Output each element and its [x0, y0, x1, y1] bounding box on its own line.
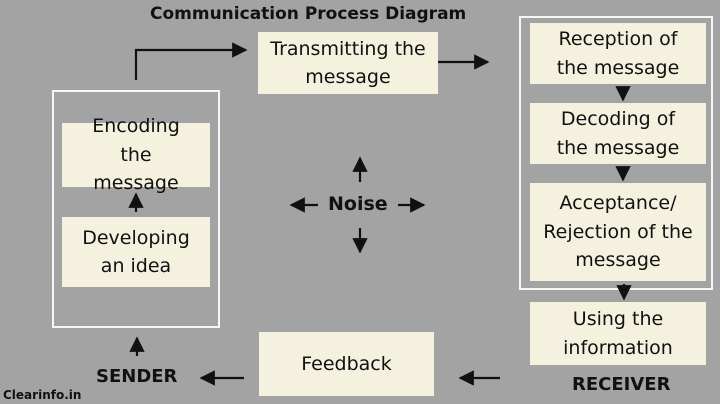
brand-watermark: Clearinfo.in	[3, 388, 82, 402]
receiver-label: RECEIVER	[572, 374, 671, 395]
box-developing: Developing an idea	[62, 217, 210, 287]
diagram-title: Communication Process Diagram	[150, 4, 467, 24]
box-decoding: Decoding of the message	[530, 103, 706, 164]
sender-frame	[52, 90, 220, 328]
box-transmitting: Transmitting the message	[258, 32, 438, 94]
sender-label: SENDER	[96, 366, 178, 387]
receiver-frame	[519, 16, 713, 290]
noise-label: Noise	[328, 193, 388, 215]
box-using: Using the information	[530, 302, 706, 365]
box-encoding: Encoding the message	[62, 115, 210, 194]
box-acceptance: Acceptance/ Rejection of the message	[530, 183, 706, 281]
box-feedback: Feedback	[259, 332, 434, 396]
arrow-sender-to-transmitting	[134, 42, 248, 80]
box-reception: Reception of the message	[530, 23, 706, 84]
